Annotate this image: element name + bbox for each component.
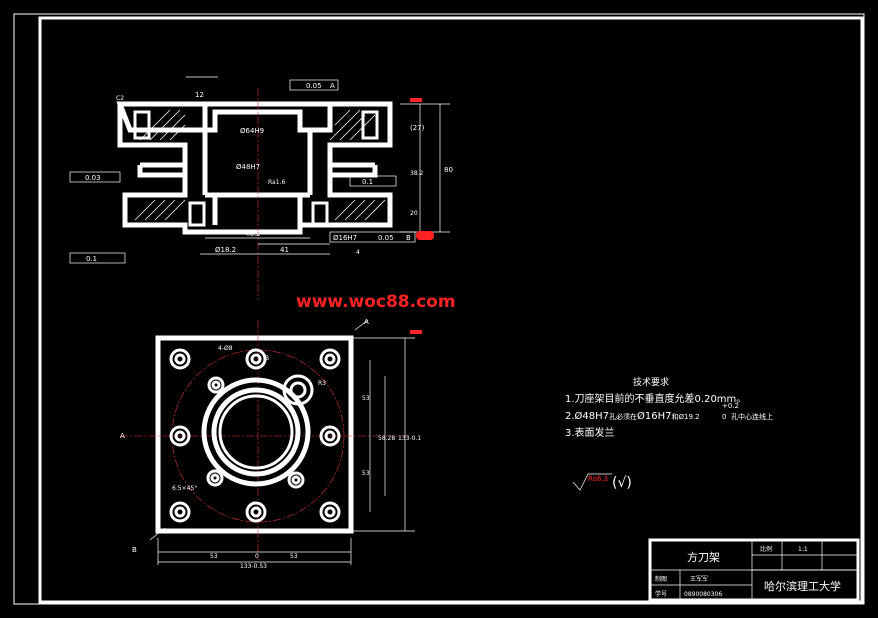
tech-item-2: 2.Ø48H7孔必须在Ø16H7和Ø19.2	[565, 410, 700, 422]
tech-item-2-upper: +0.2	[722, 402, 739, 410]
part-name: 方刀架	[687, 550, 720, 564]
scale-value: 1:1	[798, 546, 808, 553]
perp-tol: 0.03	[85, 174, 101, 182]
bore-top: Ø64H9	[240, 127, 264, 135]
tech-item-3: 3.表面发兰	[565, 426, 615, 439]
roughness-paren: (√)	[612, 475, 632, 491]
plan-dim-r: R3	[318, 380, 326, 387]
tech-item-2-and: 和	[672, 412, 679, 421]
drawn-name: 王军军	[690, 576, 708, 583]
dim-18: Ø18.2	[215, 246, 236, 254]
flatness-top: 0.05	[306, 82, 322, 90]
section-b: B	[132, 546, 137, 554]
tech-heading: 技术要求	[633, 376, 669, 388]
plan-dim-total: 133-0.53	[240, 563, 267, 570]
watermark: www.woc88.com	[296, 292, 456, 312]
dim-41: 41	[280, 246, 289, 254]
dim-4: 4	[356, 249, 360, 256]
plan-dim-0: 0	[255, 553, 259, 560]
dim-27: (27)	[410, 124, 425, 132]
tech-item-2-end: 孔中心连线上	[731, 412, 773, 421]
dim-20: 20	[410, 210, 418, 217]
roughness-label: Ra6.3	[588, 475, 608, 483]
pos-tol: 0.05	[378, 234, 394, 242]
drawn-label: 制图	[655, 575, 667, 583]
outer-frame	[13, 13, 865, 605]
tech-item-1: 1.刀座架目前的不垂直度允差0.20mm。	[565, 392, 746, 405]
tech-item-2-lower: 0	[722, 413, 726, 421]
plan-dim-53b: 53	[290, 553, 298, 560]
roughness-symbol	[572, 473, 612, 491]
tech-item-2-bore: Ø48H7	[575, 410, 609, 422]
plan-dim-b: B	[265, 355, 269, 362]
plan-dim-holes: 4-Ø8	[218, 345, 233, 352]
dim-12: 12	[195, 91, 204, 99]
tech-item-2-mid: 孔必须在	[609, 412, 637, 421]
bolt-bore: Ø16H7	[333, 234, 357, 242]
parallel-tol: 0.1	[362, 178, 373, 186]
plan-dim-v1: 53	[362, 395, 370, 402]
front-view	[69, 76, 450, 300]
chamfer-c2: C2	[116, 95, 124, 102]
datum-b: B	[406, 234, 411, 242]
tech-item-2-bore2: Ø16H7	[637, 410, 671, 422]
section-a-top: A	[364, 318, 369, 326]
id-label: 学号	[655, 590, 667, 598]
scale-label: 比例	[760, 545, 772, 553]
tech-item-2-small: Ø19.2	[679, 413, 700, 421]
dim-80: 80	[444, 166, 453, 174]
datum-a-top: A	[330, 82, 335, 90]
bore-mid: Ø48H7	[236, 163, 260, 171]
plan-dim-v3: 58.28	[378, 435, 395, 442]
school-name: 哈尔滨理工大学	[764, 579, 841, 593]
inner-frame	[38, 16, 864, 604]
ra-mark: Ra1.6	[268, 179, 285, 186]
plan-dim-53a: 53	[210, 553, 218, 560]
plan-dim-v4: 133-0.1	[398, 435, 421, 442]
plan-dim-45: 6.5×45°	[172, 485, 197, 492]
dim-38: 38.2	[410, 170, 424, 177]
id-value: 0890080306	[684, 591, 722, 598]
plan-view	[120, 319, 422, 565]
dim-46: 46.2	[245, 230, 261, 238]
plan-dim-v2: 53	[362, 470, 370, 477]
tech-item-2-prefix: 2.	[565, 411, 575, 422]
title-block	[648, 538, 860, 602]
section-a-left: A	[120, 432, 125, 440]
pos-left: 0.1	[86, 255, 97, 263]
